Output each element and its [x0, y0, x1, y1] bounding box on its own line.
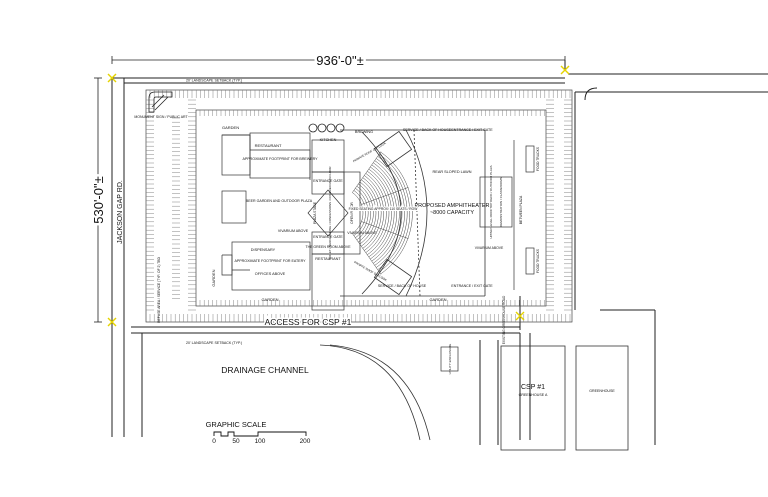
scale-tick-200: 200: [300, 438, 311, 445]
private-top-label: PRIVATE ROOF OUTLOOK: [352, 141, 386, 163]
height-dimension-label: 530'-0"±: [91, 176, 106, 223]
amphitheater-title: PROPOSED AMPHITHEATER: [414, 203, 489, 209]
restaurant-top-label: RESTAURANT: [255, 143, 282, 148]
west-note: REFUSE AREA / SERVICE (TYP. OF 2) TBD: [157, 256, 161, 322]
plaza-stage-label: PLAZA STAGE: [313, 201, 317, 224]
kitchen-label: KITCHEN: [320, 138, 337, 142]
scale-tick-100: 100: [255, 438, 266, 445]
garden-top-label: GARDEN: [222, 125, 239, 130]
classrooms-label: DEMONSTRATION / CLASSROOMS: [499, 177, 503, 227]
amphitheater-shell: [340, 129, 486, 297]
monument-sign: [148, 91, 173, 113]
csp-label: CSP #1: [521, 384, 545, 391]
corner-markers: [107, 65, 570, 327]
vivarium-east-label: VIVARIUM ABOVE: [475, 246, 504, 250]
scale-tick-50: 50: [232, 438, 240, 445]
roads: [111, 60, 768, 445]
food-trucks-bottom-label: FOOD TRUCKS: [536, 248, 540, 273]
greenhouse-road-label: EXISTING GREENHOUSE ROAD: [502, 295, 506, 344]
beer-garden-label: BEER GARDEN AND OUTDOOR PLAZA: [246, 199, 313, 203]
green-room-label: THE GREEN ROOM ABOVE: [305, 245, 351, 249]
utility-label: UTILITY ENCLOSURE: [448, 344, 452, 375]
building-outlines: [221, 132, 361, 311]
seating-label: FIXED SEATING APPROX. 110 SEATS / ROW: [349, 207, 419, 211]
brewing-label: BREWING: [355, 130, 373, 134]
greenhouse-label: GREENHOUSE: [589, 389, 615, 393]
garden-bottom-right-label: GARDEN: [429, 297, 446, 302]
greenhouses: [500, 345, 629, 451]
dispensary-label: DISPENSARY: [251, 248, 276, 252]
utility-enclosure: [440, 346, 459, 372]
width-dimension: [111, 56, 566, 64]
lawn-label: REAR SLOPED LAWN: [433, 170, 472, 174]
entrance-bottom-label: ENTRANCE GATE: [313, 235, 343, 239]
open-floor-label: OPEN FLOOR: [350, 202, 354, 224]
scale-bar: [213, 431, 307, 437]
top-setback-label: 20' LANDSCAPE SETBACK (TYP.): [186, 79, 242, 83]
restaurant-bottom-label: RESTAURANT: [315, 257, 341, 261]
offices-label: OFFICES ABOVE: [255, 272, 286, 276]
scale-tick-0: 0: [212, 438, 216, 445]
bottom-setback-label: 20' LANDSCAPE SETBACK (TYP.): [186, 341, 242, 345]
private-bottom-label: PRIVATE ROOF OUTLOOK: [353, 260, 387, 282]
access-label: ACCESS FOR CSP #1: [265, 317, 352, 327]
food-trucks-top-label: FOOD TRUCKS: [536, 146, 540, 171]
service-top-label: SERVICE / BACK OF HOUSE: [403, 128, 452, 132]
amphitheater-capacity: ~8000 CAPACITY: [430, 210, 474, 216]
drainage-channel: [319, 344, 431, 441]
eatery-label: APPROXIMATE FOOTPRINT FOR EATERY: [234, 259, 306, 263]
entrance-top-label: ENTRANCE GATE: [313, 179, 343, 183]
parking-lot: [145, 89, 573, 323]
exit-gate-top-label: ENTRANCE / EXIT GATE: [451, 128, 493, 132]
monument-sign-label: MONUMENT SIGN / PUBLIC ART: [134, 115, 188, 119]
garden-bottom-label: GARDEN: [261, 297, 278, 302]
upper-level-label: UPPER LEVEL ROOFTOP DECK / OUTDOOR PLAZA: [489, 165, 493, 238]
amphitheater-seating: [352, 151, 413, 275]
exit-gate-bottom-label: ENTRANCE / EXIT GATE: [451, 284, 493, 288]
service-bottom-label: SERVICE / BACK OF HOUSE: [378, 284, 427, 288]
between-plaza-label: BETWEEN PLAZA: [519, 195, 523, 224]
drainage-label: DRAINAGE CHANNEL: [221, 365, 309, 375]
width-dimension-label: 936'-0"±: [316, 53, 363, 68]
brewery-label: APPROXIMATE FOOTPRINT FOR BREWERY: [242, 157, 318, 161]
vivarium-above-mid-label: VIVARIUM ABOVE: [347, 231, 377, 235]
fermentation-tanks: [308, 123, 345, 133]
vivarium-above-left-label: VIVARIUM ABOVE: [278, 229, 309, 233]
east-block: [479, 140, 535, 290]
greenhouse-a-label: GREENHOUSE A: [519, 393, 548, 397]
scale-title: GRAPHIC SCALE: [206, 420, 267, 429]
height-dimension: [94, 77, 102, 323]
amenities-label: TOILET / MERCHANDISE / CONCESSIONS / COV…: [328, 166, 332, 259]
road-label: JACKSON GAP RD.: [117, 180, 124, 244]
plaza-stage-diamond: [307, 189, 349, 237]
parking-stalls: [146, 90, 572, 322]
garden-left-label: GARDEN: [211, 269, 216, 286]
